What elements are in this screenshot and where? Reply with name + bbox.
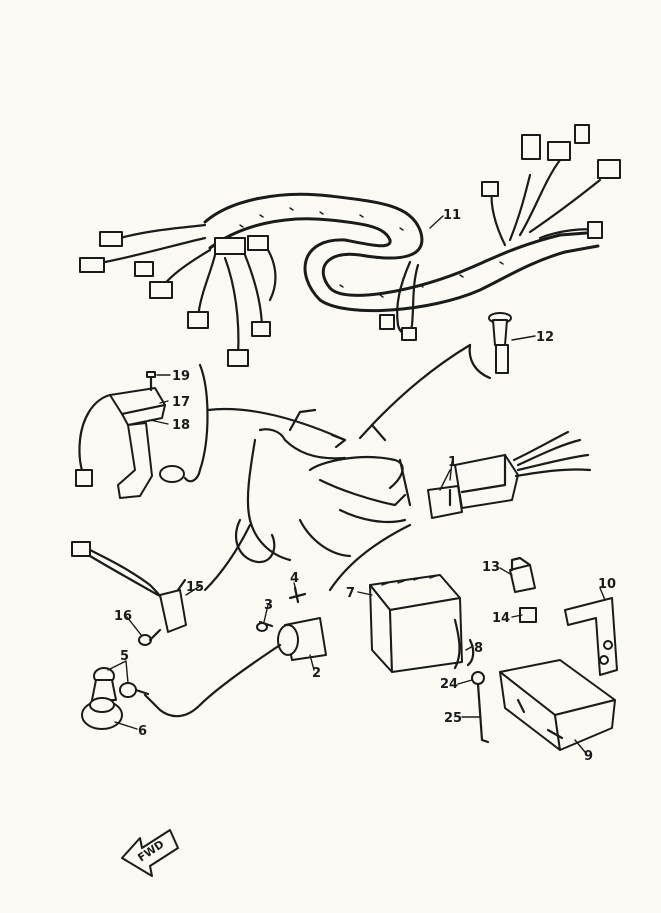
part-9-10-battery-tray: [499, 597, 618, 751]
wire-harness: [79, 124, 621, 367]
callout-5: 5: [120, 649, 129, 664]
part-13-14-small-relays: [509, 556, 537, 623]
callout-11: 11: [443, 208, 461, 223]
part-12-plug: [370, 312, 512, 427]
callout-19: 19: [172, 369, 190, 384]
callout-18: 18: [172, 418, 190, 433]
callout-2: 2: [312, 666, 321, 681]
fwd-arrow-icon: FWD: [121, 829, 179, 877]
part-7-battery: [369, 574, 475, 673]
part-1-cdi-unit: [328, 430, 592, 592]
callout-24: 24: [440, 677, 458, 692]
leader-lines: [107, 215, 606, 753]
part-15-16-relay: [71, 523, 252, 646]
callout-6: 6: [138, 724, 147, 739]
part-17-18-sensor: [75, 363, 209, 499]
part-24-25-bolt: [471, 671, 490, 744]
callout-14: 14: [492, 611, 510, 626]
callout-25: 25: [444, 711, 462, 726]
callout-4: 4: [290, 571, 299, 586]
part-5-6-plug-cap: [81, 667, 150, 730]
callout-1: 1: [448, 455, 457, 470]
part-3-bolt: [256, 622, 268, 632]
callout-16: 16: [114, 609, 132, 624]
scooter-outline: [206, 407, 412, 564]
callout-12: 12: [536, 330, 554, 345]
callout-numbers: 11 12 19 17 18 1 13 10 15 4 7 3 14 16 8 …: [114, 208, 616, 764]
part-2-ignition-coil: [143, 586, 327, 718]
callout-10: 10: [598, 577, 616, 592]
callout-9: 9: [584, 749, 593, 764]
callout-17: 17: [172, 395, 190, 410]
callout-8: 8: [474, 641, 483, 656]
callout-13: 13: [482, 560, 500, 575]
callout-7: 7: [346, 586, 355, 601]
callout-3: 3: [264, 598, 273, 613]
callout-15: 15: [186, 580, 204, 595]
